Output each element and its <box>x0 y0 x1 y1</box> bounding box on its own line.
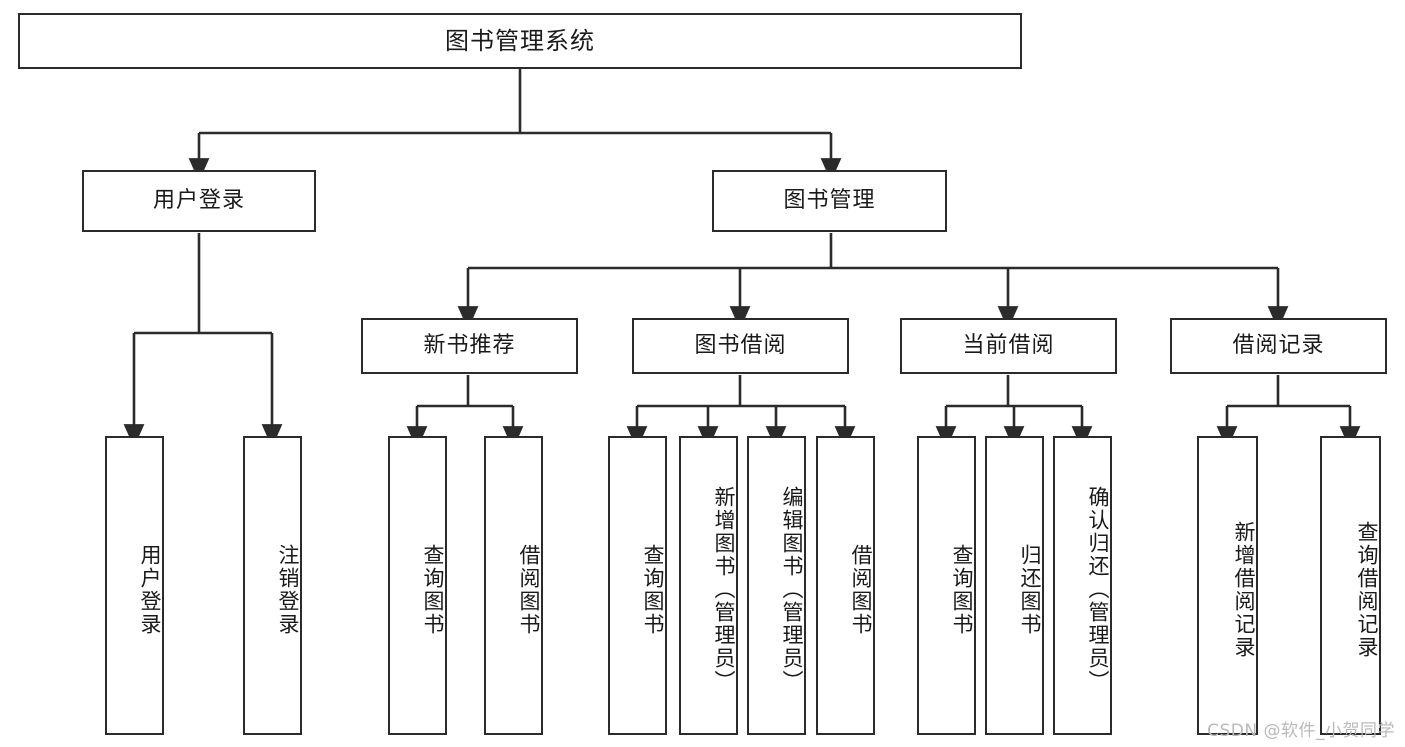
node-label: 用户登录 <box>138 543 162 636</box>
node-root-system[interactable]: 图书管理系统 <box>18 13 1022 69</box>
node-label: 查询借阅记录 <box>1355 520 1379 659</box>
node-label: 新书推荐 <box>423 333 516 359</box>
watermark: CSDN @软件_小贺同学 <box>1207 721 1395 741</box>
node-label: 查询图书 <box>641 543 665 636</box>
node-label: 注销登录 <box>276 543 300 636</box>
node-leaf-borrow-book-2[interactable]: 借阅图书 <box>816 436 875 735</box>
node-label: 编辑图书（管理员） <box>780 486 804 693</box>
node-leaf-query-book-3[interactable]: 查询图书 <box>917 436 976 735</box>
node-book-borrow[interactable]: 图书借阅 <box>632 318 849 374</box>
node-label: 用户登录 <box>152 188 245 214</box>
node-leaf-query-book-1[interactable]: 查询图书 <box>388 436 447 735</box>
node-leaf-add-record[interactable]: 新增借阅记录 <box>1197 436 1258 735</box>
node-user-login[interactable]: 用户登录 <box>82 170 316 232</box>
node-leaf-return-book[interactable]: 归还图书 <box>985 436 1044 735</box>
node-label: 新增借阅记录 <box>1232 520 1256 659</box>
node-leaf-user-logout[interactable]: 注销登录 <box>243 436 302 735</box>
node-label: 查询图书 <box>421 543 445 636</box>
node-label: 借阅图书 <box>849 543 873 636</box>
node-leaf-borrow-book-1[interactable]: 借阅图书 <box>484 436 543 735</box>
node-leaf-edit-book[interactable]: 编辑图书（管理员） <box>747 436 806 735</box>
node-label: 查询图书 <box>950 543 974 636</box>
node-leaf-user-login[interactable]: 用户登录 <box>105 436 164 735</box>
node-label: 图书管理 <box>783 188 876 214</box>
node-label: 新增图书（管理员） <box>712 486 736 693</box>
node-current-borrow[interactable]: 当前借阅 <box>900 318 1117 374</box>
node-label: 图书借阅 <box>694 333 787 359</box>
node-leaf-add-book[interactable]: 新增图书（管理员） <box>679 436 738 735</box>
node-label: 图书管理系统 <box>445 26 595 55</box>
node-book-manage[interactable]: 图书管理 <box>712 170 947 232</box>
node-label: 当前借阅 <box>962 333 1055 359</box>
node-new-book-recommend[interactable]: 新书推荐 <box>361 318 578 374</box>
node-label: 归还图书 <box>1018 543 1042 636</box>
node-leaf-confirm-return[interactable]: 确认归还（管理员） <box>1053 436 1112 735</box>
node-leaf-query-book-2[interactable]: 查询图书 <box>608 436 667 735</box>
node-leaf-query-record[interactable]: 查询借阅记录 <box>1320 436 1381 735</box>
node-label: 借阅图书 <box>517 543 541 636</box>
node-borrow-record[interactable]: 借阅记录 <box>1170 318 1387 374</box>
node-label: 确认归还（管理员） <box>1086 486 1110 693</box>
node-label: 借阅记录 <box>1232 333 1325 359</box>
